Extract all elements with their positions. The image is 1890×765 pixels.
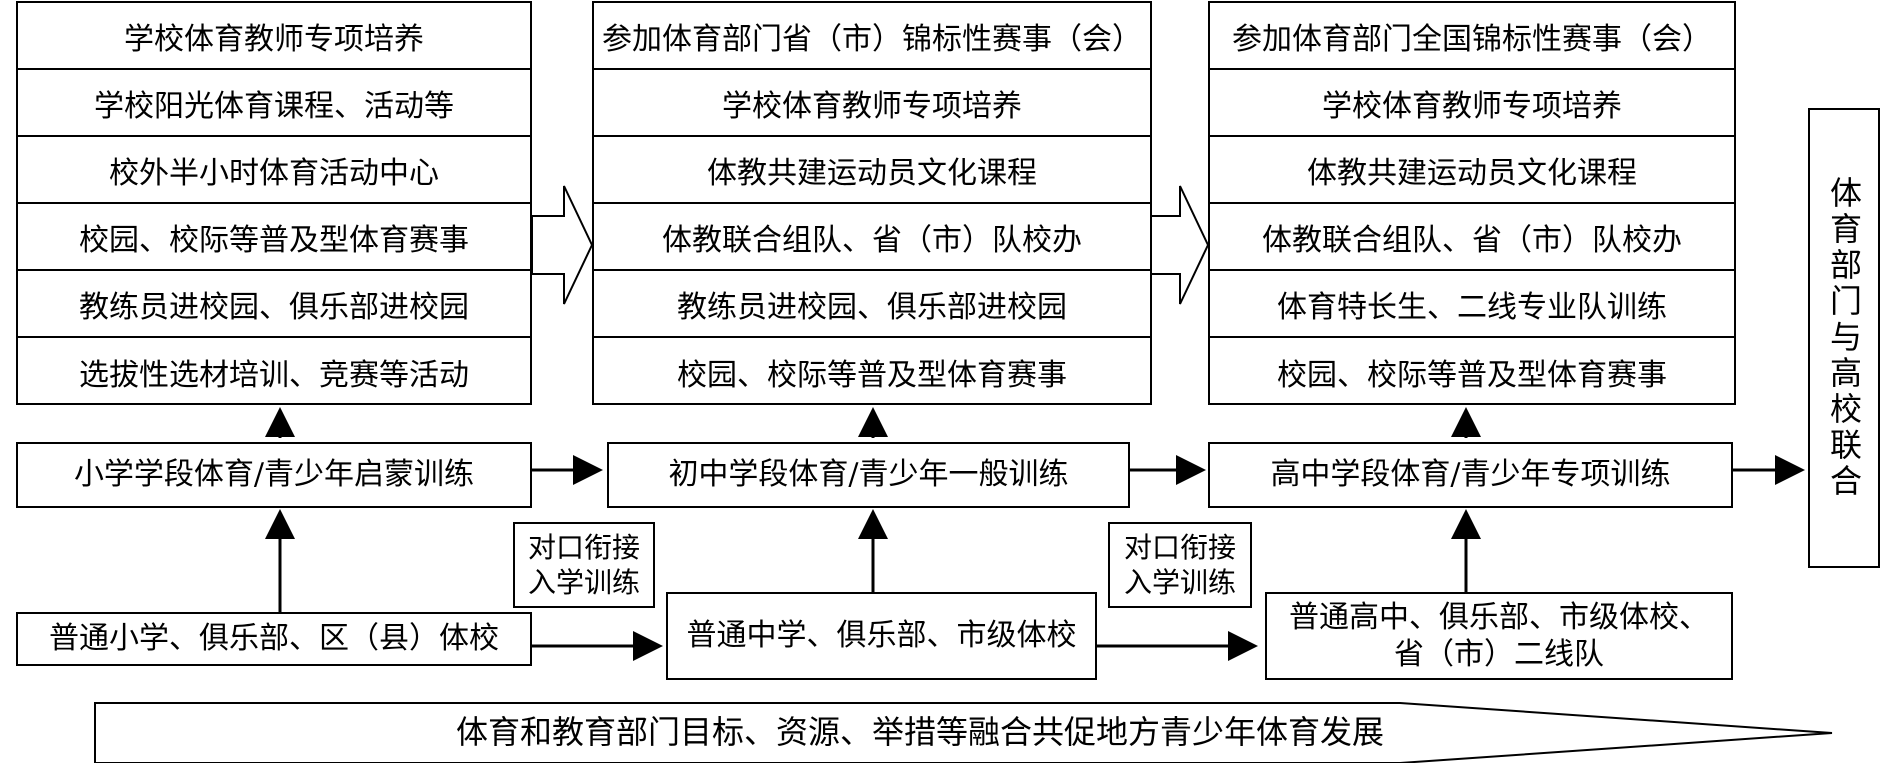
column1-item: 校外半小时体育活动中心 <box>18 137 530 204</box>
column3-item: 学校体育教师专项培养 <box>1210 70 1734 137</box>
column1-item: 选拔性选材培训、竞赛等活动 <box>79 357 469 393</box>
banner-text: 体育和教育部门目标、资源、举措等融合共促地方青少年体育发展 <box>455 713 1384 751</box>
column3-item: 体育特长生、二线专业队训练 <box>1210 271 1734 338</box>
final-box: 体育部门与高校联合 <box>1808 108 1880 568</box>
column3-item: 校园、校际等普及型体育赛事 <box>1277 357 1667 393</box>
column2-item: 学校体育教师专项培养 <box>594 70 1150 137</box>
stage-primary: 小学学段体育/青少年启蒙训练 <box>16 442 532 508</box>
column2-item: 校园、校际等普及型体育赛事 <box>677 357 1067 393</box>
column3-item: 体教联合组队、省（市）队校办 <box>1210 204 1734 271</box>
source-high-line1: 普通高中、俱乐部、市级体校、 <box>1289 599 1709 635</box>
connector-line2: 入学训练 <box>1123 566 1236 599</box>
connector-line2: 入学训练 <box>527 566 640 599</box>
final-label: 体育部门与高校联合 <box>1825 176 1863 500</box>
connector-line1: 对口衔接 <box>527 531 640 564</box>
column3-stack: 参加体育部门全国锦标性赛事（会） 学校体育教师专项培养 体教共建运动员文化课程 … <box>1208 1 1736 405</box>
column2-item: 体教联合组队、省（市）队校办 <box>594 204 1150 271</box>
connector-line1: 对口衔接 <box>1123 531 1236 564</box>
block-arrow-2 <box>1149 185 1210 305</box>
stage-middle: 初中学段体育/青少年一般训练 <box>607 442 1130 508</box>
column2-item: 教练员进校园、俱乐部进校园 <box>594 271 1150 338</box>
source-middle: 普通中学、俱乐部、市级体校 <box>666 592 1097 680</box>
stage-high: 高中学段体育/青少年专项训练 <box>1208 442 1733 508</box>
column2-stack: 参加体育部门省（市）锦标性赛事（会） 学校体育教师专项培养 体教共建运动员文化课… <box>592 1 1152 405</box>
column2-item: 参加体育部门省（市）锦标性赛事（会） <box>594 3 1150 70</box>
column1-item: 学校体育教师专项培养 <box>18 3 530 70</box>
source-high: 普通高中、俱乐部、市级体校、 省（市）二线队 <box>1265 592 1733 680</box>
column1-item: 校园、校际等普及型体育赛事 <box>18 204 530 271</box>
connector-label-1: 对口衔接 入学训练 <box>513 522 655 608</box>
connector-label-2: 对口衔接 入学训练 <box>1108 522 1252 608</box>
source-primary: 普通小学、俱乐部、区（县）体校 <box>16 612 532 666</box>
column3-item: 体教共建运动员文化课程 <box>1210 137 1734 204</box>
column1-item: 学校阳光体育课程、活动等 <box>18 70 530 137</box>
column1-item: 教练员进校园、俱乐部进校园 <box>18 271 530 338</box>
column1-stack: 学校体育教师专项培养 学校阳光体育课程、活动等 校外半小时体育活动中心 校园、校… <box>16 1 532 405</box>
column2-item: 体教共建运动员文化课程 <box>594 137 1150 204</box>
block-arrow-1 <box>531 185 594 305</box>
column3-item: 参加体育部门全国锦标性赛事（会） <box>1210 3 1734 70</box>
source-high-line2: 省（市）二线队 <box>1394 637 1604 672</box>
